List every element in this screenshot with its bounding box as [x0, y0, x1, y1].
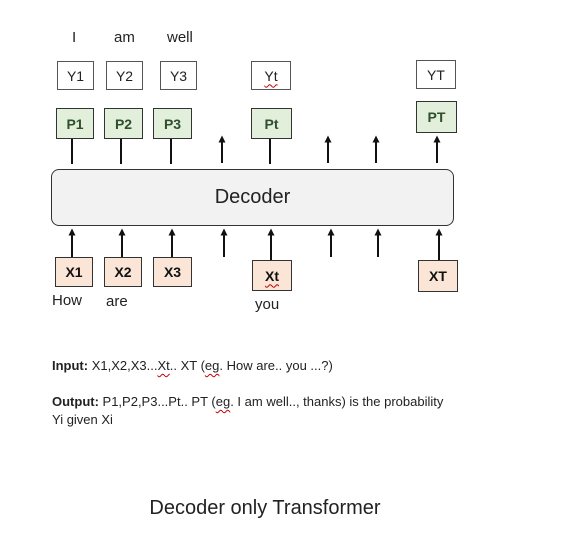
input-text-c: . How are.. you ...?)	[219, 358, 333, 373]
input-label: Input:	[52, 358, 89, 373]
input-description: Input: X1,X2,X3...Xt.. XT (eg. How are..…	[52, 358, 333, 373]
y-box-2: Y2	[106, 61, 143, 90]
decoder-block: Decoder	[51, 169, 454, 226]
input-word-are: are	[106, 293, 128, 310]
x-box-t-label: Xt	[265, 267, 279, 284]
output-eg: eg	[215, 394, 231, 409]
x-box-T: XT	[418, 260, 458, 292]
p-box-t-label: Pt	[264, 115, 279, 132]
p-box-T-label: PT	[427, 109, 446, 125]
input-text-b: .. XT (	[169, 358, 205, 373]
y-box-3: Y3	[160, 61, 197, 90]
output-text-a: P1,P2,P3...Pt.. PT (	[98, 394, 216, 409]
x-box-3-label: X3	[163, 264, 182, 280]
input-word-you: you	[255, 296, 280, 313]
p-box-2-label: P2	[114, 115, 133, 132]
y-box-3-label: Y3	[169, 67, 188, 84]
p-box-T: PT	[416, 101, 457, 133]
y-box-t: Yt	[251, 61, 291, 90]
diagram-caption: Decoder only Transformer	[149, 497, 381, 519]
x-box-2-label: X2	[114, 264, 132, 280]
y-box-1: Y1	[57, 61, 94, 90]
p-box-3-label: P3	[163, 115, 182, 132]
y-box-T: YT	[416, 60, 456, 89]
p-box-1: P1	[56, 108, 94, 139]
output-text-b: . I am well.., thanks) is the probabilit…	[230, 394, 444, 409]
input-word-how: How	[52, 292, 83, 309]
output-word-i: I	[72, 29, 77, 46]
p-box-t: Pt	[251, 108, 292, 139]
x-box-t: Xt	[252, 260, 292, 291]
y-box-T-label: YT	[427, 66, 445, 83]
input-text-a: X1,X2,X3...	[88, 358, 158, 373]
y-box-1-label: Y1	[66, 67, 85, 84]
y-box-2-label: Y2	[115, 67, 134, 84]
output-word-am: am	[114, 29, 135, 46]
output-label: Output:	[52, 394, 99, 409]
x-box-T-label: XT	[429, 268, 447, 284]
p-box-3: P3	[153, 108, 192, 139]
input-text-xt: Xt	[157, 358, 170, 373]
p-box-2: P2	[104, 108, 143, 139]
decoder-label: Decoder	[214, 186, 291, 208]
output-description: Output: P1,P2,P3...Pt.. PT (eg. I am wel…	[52, 394, 443, 409]
x-box-2: X2	[104, 257, 142, 287]
x-box-1-label: X1	[65, 264, 83, 280]
output-description-line2: Yi given Xi	[52, 412, 113, 427]
output-word-well: well	[167, 29, 193, 46]
y-box-t-label: Yt	[264, 67, 278, 84]
p-box-1-label: P1	[66, 115, 84, 132]
input-eg: eg	[204, 358, 220, 373]
x-box-1: X1	[55, 257, 93, 287]
x-box-3: X3	[153, 257, 192, 287]
